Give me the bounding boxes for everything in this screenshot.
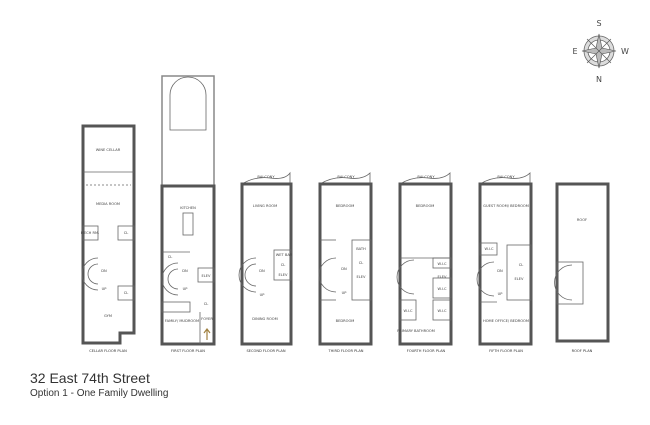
third-floor-plan: BALCONY BEDROOM BATH CL DN UP BEDROOM EL…: [318, 172, 373, 353]
svg-text:FAMILY/ MUDROOM: FAMILY/ MUDROOM: [165, 319, 199, 323]
svg-text:DN: DN: [259, 269, 265, 273]
svg-text:CL: CL: [124, 231, 129, 235]
fourth-floor-plan: BALCONY BEDROOM W.I.C W.I.C W.I.C W.I.C …: [396, 172, 453, 353]
svg-text:BEDROOM: BEDROOM: [336, 319, 355, 323]
svg-text:DINING ROOM: DINING ROOM: [252, 317, 277, 321]
svg-text:DN: DN: [182, 269, 188, 273]
svg-text:CL: CL: [168, 255, 173, 259]
svg-text:HOME OFFICE/ BEDROOM: HOME OFFICE/ BEDROOM: [483, 319, 529, 323]
svg-text:DN: DN: [101, 269, 107, 273]
svg-text:CL: CL: [359, 261, 364, 265]
svg-text:W.I.C: W.I.C: [438, 309, 447, 313]
svg-text:E: E: [572, 47, 577, 56]
svg-text:W.I.C: W.I.C: [485, 247, 494, 251]
cellar-floor-plan: WINE CELLAR MEDIA ROOM MECH RM. CL CL DN…: [81, 124, 136, 353]
svg-text:ELEV: ELEV: [201, 274, 211, 278]
svg-text:UP: UP: [102, 287, 108, 291]
svg-text:BALCONY: BALCONY: [417, 175, 435, 179]
svg-text:W.I.C: W.I.C: [438, 287, 447, 291]
svg-text:ELEV: ELEV: [437, 275, 447, 279]
svg-text:ELEV: ELEV: [514, 277, 524, 281]
svg-text:MEDIA ROOM: MEDIA ROOM: [96, 202, 120, 206]
second-floor-plan: BALCONY LIVING ROOM WET BAR CL DN UP DIN…: [238, 171, 293, 353]
svg-text:DN: DN: [497, 269, 503, 273]
roof-plan: ROOF ROOF PLAN: [554, 182, 610, 353]
svg-text:BALCONY: BALCONY: [497, 175, 515, 179]
svg-text:THIRD FLOOR PLAN: THIRD FLOOR PLAN: [327, 349, 363, 353]
first-floor-plan: KITCHEN CL DN UP FAMILY/ MUDROOM FOYER C…: [160, 75, 216, 353]
svg-text:ROOF PLAN: ROOF PLAN: [572, 349, 593, 353]
svg-text:UP: UP: [342, 291, 348, 295]
svg-text:SECOND FLOOR PLAN: SECOND FLOOR PLAN: [246, 349, 285, 353]
svg-text:DN: DN: [341, 267, 347, 271]
svg-text:MECH RM.: MECH RM.: [81, 231, 99, 235]
svg-text:BALCONY: BALCONY: [337, 175, 355, 179]
svg-text:WINE CELLAR: WINE CELLAR: [96, 148, 121, 152]
svg-text:BALCONY: BALCONY: [257, 175, 275, 179]
svg-text:ELEV: ELEV: [278, 273, 288, 277]
svg-text:CELLAR FLOOR PLAN: CELLAR FLOOR PLAN: [89, 349, 127, 353]
property-subtitle: Option 1 - One Family Dwelling: [30, 388, 169, 399]
svg-text:S: S: [596, 19, 601, 28]
svg-text:LIVING ROOM: LIVING ROOM: [253, 204, 277, 208]
title-block: 32 East 74th Street Option 1 - One Famil…: [30, 370, 168, 399]
svg-text:W: W: [621, 47, 629, 56]
svg-text:BATH: BATH: [356, 247, 366, 251]
svg-text:BEDROOM: BEDROOM: [336, 204, 355, 208]
svg-text:UP: UP: [183, 287, 189, 291]
svg-text:CL: CL: [281, 263, 286, 267]
svg-text:GYM: GYM: [104, 314, 112, 318]
svg-text:W.I.C: W.I.C: [404, 309, 413, 313]
svg-text:CL: CL: [204, 302, 209, 306]
svg-text:ROOF: ROOF: [577, 218, 587, 222]
svg-text:W.I.C: W.I.C: [438, 262, 447, 266]
property-title: 32 East 74th Street: [30, 370, 150, 386]
svg-text:FIFTH FLOOR PLAN: FIFTH FLOOR PLAN: [489, 349, 523, 353]
svg-text:CL: CL: [124, 291, 129, 295]
svg-text:PRIMARY BATHROOM: PRIMARY BATHROOM: [397, 329, 435, 333]
svg-text:ELEV: ELEV: [356, 275, 366, 279]
svg-text:UP: UP: [260, 293, 266, 297]
svg-text:GUEST ROOM/ BEDROOM: GUEST ROOM/ BEDROOM: [483, 204, 529, 208]
svg-text:BEDROOM: BEDROOM: [416, 204, 435, 208]
svg-text:CL: CL: [519, 263, 524, 267]
svg-text:FOURTH FLOOR PLAN: FOURTH FLOOR PLAN: [407, 349, 446, 353]
svg-text:FOYER: FOYER: [201, 317, 213, 321]
svg-text:UP: UP: [498, 292, 504, 296]
svg-text:N: N: [596, 75, 602, 84]
svg-text:FIRST FLOOR PLAN: FIRST FLOOR PLAN: [171, 349, 205, 353]
svg-text:WET BAR: WET BAR: [276, 253, 293, 257]
fifth-floor-plan: BALCONY GUEST ROOM/ BEDROOM W.I.C CL DN …: [476, 172, 533, 353]
svg-text:KITCHEN: KITCHEN: [180, 206, 196, 210]
compass-rose-icon: S N E W: [572, 19, 629, 84]
